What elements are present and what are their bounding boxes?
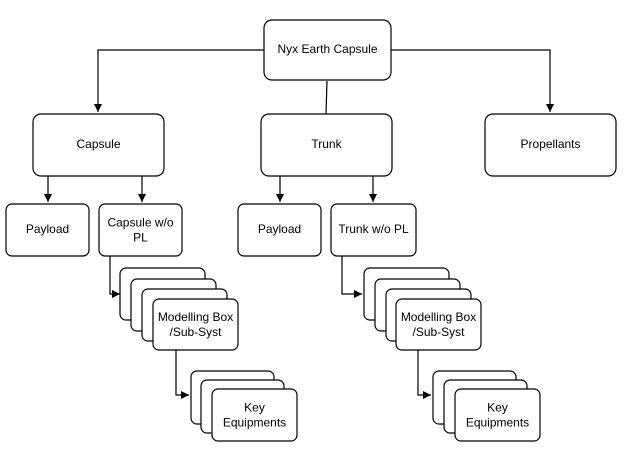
node-trunk-modelling-box	[395, 298, 482, 351]
node-propellants-label: Propellants	[520, 137, 580, 151]
node-capsule-payload: Payload	[5, 203, 90, 257]
connectors	[44, 49, 554, 399]
node-trunk-label: Trunk	[311, 137, 342, 151]
stack-capsule-modelling: Modelling Box/Sub-Syst	[119, 267, 239, 351]
node-capsule-modelling-box-label: Modelling Box/Sub-Syst	[158, 310, 233, 339]
node-trunk-payload-label: Payload	[258, 222, 301, 236]
node-capsule-modelling-box	[152, 298, 239, 351]
edge-capsule-modelling-key	[175, 350, 189, 399]
edge-root-capsule	[94, 49, 264, 112]
node-capsule-key-equipments	[211, 388, 298, 442]
node-trunk-modelling-box-label: Modelling Box/Sub-Syst	[401, 310, 476, 339]
stack-trunk-modelling: Modelling Box/Sub-Syst	[363, 267, 482, 351]
node-root: Nyx Earth Capsule	[263, 19, 392, 81]
edge-trunk-modelling-key	[417, 350, 431, 399]
node-trunk-key-equipments	[454, 388, 541, 442]
node-trunk-payload: Payload	[237, 203, 322, 257]
edge-capsule-wo-pl-modelling	[109, 256, 120, 298]
edge-root-propellants	[391, 49, 554, 112]
node-root-label: Nyx Earth Capsule	[277, 42, 377, 56]
node-trunk-wo-pl-label: Trunk w/o PL	[338, 222, 409, 236]
node-capsule: Capsule	[32, 113, 165, 177]
node-trunk-wo-pl: Trunk w/o PL	[330, 203, 417, 257]
node-propellants: Propellants	[484, 113, 617, 177]
edge-trunk-wo-pl-modelling	[341, 256, 362, 298]
edge-root-trunk	[325, 80, 328, 115]
node-capsule-payload-label: Payload	[26, 222, 69, 236]
node-trunk: Trunk	[260, 113, 393, 177]
node-capsule-label: Capsule	[76, 137, 120, 151]
